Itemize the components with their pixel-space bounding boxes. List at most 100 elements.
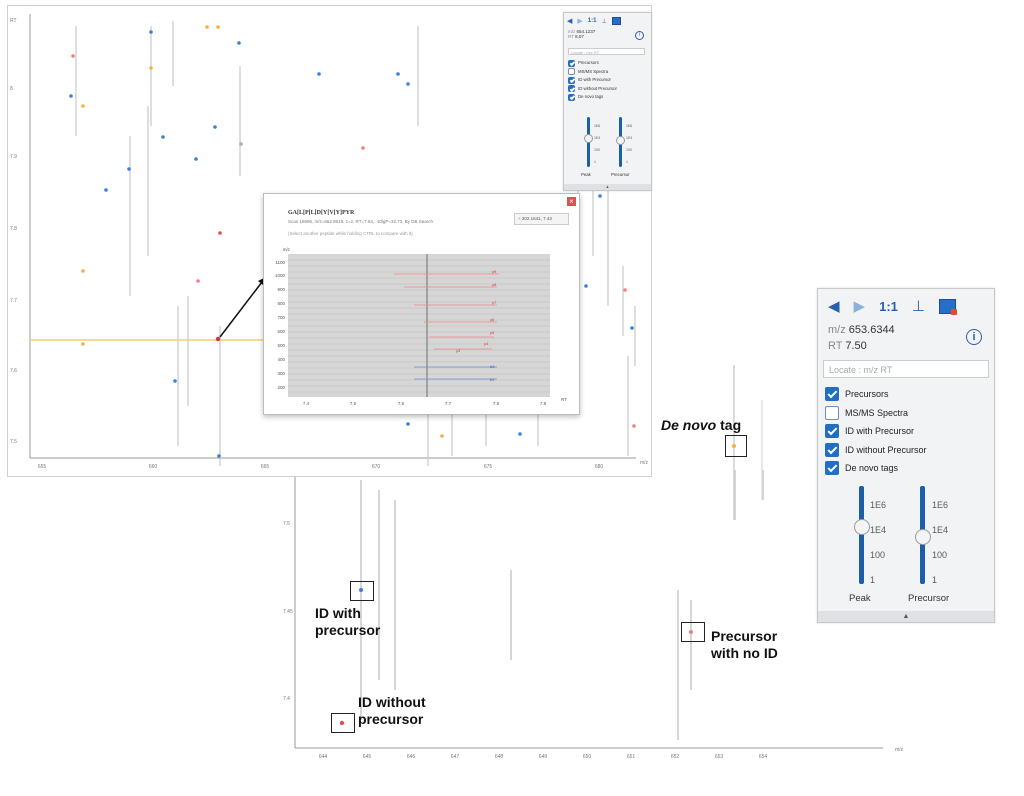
svg-text:660: 660 bbox=[149, 464, 158, 470]
id-with-precursor-dot bbox=[359, 588, 363, 592]
svg-text:y8: y8 bbox=[492, 282, 497, 287]
peak-label: Peak bbox=[849, 593, 871, 604]
checkbox-id-without-precursor[interactable]: ID without Precursor bbox=[825, 441, 927, 460]
peak-slider[interactable] bbox=[859, 486, 864, 584]
info-icon[interactable]: i bbox=[635, 31, 644, 40]
svg-text:1000: 1000 bbox=[275, 273, 286, 278]
id-without-precursor-annotation: ID without precursor bbox=[358, 694, 426, 727]
forward-arrow-icon[interactable]: ▶ bbox=[577, 18, 583, 25]
svg-text:y6: y6 bbox=[490, 317, 495, 322]
svg-text:900: 900 bbox=[277, 287, 285, 292]
svg-text:800: 800 bbox=[277, 301, 285, 306]
spectrum-popup[interactable]: × GA[L[P[L[D[Y[V[Y]PYR Scan 18695, m/z=6… bbox=[263, 193, 580, 415]
checkbox-precursors[interactable]: Precursors bbox=[825, 385, 927, 404]
checkbox-msms-spectra[interactable]: MS/MS Spectra bbox=[825, 404, 927, 423]
svg-text:649: 649 bbox=[539, 754, 548, 760]
back-arrow-icon[interactable]: ◀ bbox=[828, 298, 840, 315]
svg-text:7.4: 7.4 bbox=[303, 401, 310, 406]
x-small-icon[interactable]: × bbox=[518, 216, 521, 221]
mini-collapse-button[interactable]: ▲ bbox=[564, 184, 651, 190]
svg-text:m/z: m/z bbox=[640, 460, 649, 466]
mini-checkbox-precursors[interactable]: Precursors bbox=[568, 59, 617, 68]
svg-text:651: 651 bbox=[627, 754, 636, 760]
precursor-label: Precursor bbox=[908, 593, 950, 604]
svg-text:y5: y5 bbox=[490, 330, 495, 335]
locate-input[interactable]: Locate : m/z RT bbox=[823, 360, 989, 378]
mini-mz-readout: m/z 654.1237 bbox=[568, 29, 596, 34]
overview-feature-map[interactable]: 8 7.9 7.8 7.7 7.6 7.5 RT 655 660 665 670… bbox=[7, 5, 652, 477]
svg-text:y4: y4 bbox=[484, 341, 489, 346]
highlight-id-with-precursor bbox=[350, 581, 374, 601]
popup-arrow bbox=[219, 281, 263, 338]
svg-text:400: 400 bbox=[277, 357, 285, 362]
svg-text:652: 652 bbox=[671, 754, 680, 760]
id-with-precursor-annotation: ID with precursor bbox=[315, 605, 381, 638]
svg-text:y3: y3 bbox=[456, 348, 461, 353]
mini-precursor-label: Precursor bbox=[611, 172, 630, 177]
rt-readout: RT 7.50 bbox=[828, 340, 867, 352]
svg-text:654: 654 bbox=[759, 754, 768, 760]
control-panel: ◀ ▶ 1:1 ⊥ m/z 653.6344 RT 7.50 i Locate … bbox=[817, 288, 995, 623]
mini-checkbox-id-without-precursor[interactable]: ID without Precursor bbox=[568, 85, 617, 94]
svg-text:7.8: 7.8 bbox=[493, 401, 500, 406]
id-without-precursor-dot bbox=[339, 720, 345, 726]
svg-text:8: 8 bbox=[10, 86, 13, 92]
peak-slider-knob[interactable] bbox=[854, 519, 870, 535]
axis-fit-icon[interactable]: ⊥ bbox=[911, 298, 925, 315]
svg-text:y7: y7 bbox=[492, 300, 497, 305]
popup-close-button[interactable]: × bbox=[567, 197, 576, 206]
svg-text:y9: y9 bbox=[492, 269, 497, 274]
svg-text:644: 644 bbox=[319, 754, 328, 760]
coordinate-field[interactable]: × 202.1641, 7.43 bbox=[514, 213, 569, 225]
highlight-de-novo-tag bbox=[725, 435, 747, 457]
svg-text:RT: RT bbox=[10, 18, 17, 24]
peptide-sequence: GA[L[P[L[D[Y[V[Y]PYR bbox=[288, 210, 355, 216]
overview-x-ticks: 655 660 665 670 675 680 m/z bbox=[38, 460, 649, 470]
svg-text:b3: b3 bbox=[490, 364, 495, 369]
scan-info: Scan 18695, m/z=662.8618, z=2, RT=7.64, … bbox=[288, 219, 434, 224]
axis-fit-icon[interactable]: ⊥ bbox=[601, 18, 607, 25]
bottom-feature-map[interactable]: 7.5 7.45 7.4 644 645 646 647 648 649 650… bbox=[283, 380, 923, 770]
checkbox-de-novo-tags[interactable]: De novo tags bbox=[825, 459, 927, 478]
mz-readout: m/z 653.6344 bbox=[828, 324, 895, 336]
forward-arrow-icon[interactable]: ▶ bbox=[853, 298, 866, 315]
info-icon[interactable]: i bbox=[966, 329, 982, 345]
mini-checkbox-id-with-precursor[interactable]: ID with Precursor bbox=[568, 76, 617, 85]
svg-text:700: 700 bbox=[277, 315, 285, 320]
export-image-icon[interactable] bbox=[938, 298, 957, 315]
svg-text:648: 648 bbox=[495, 754, 504, 760]
svg-text:1100: 1100 bbox=[275, 260, 285, 265]
one-to-one-button[interactable]: 1:1 bbox=[587, 18, 597, 24]
svg-text:7.45: 7.45 bbox=[283, 609, 293, 615]
back-arrow-icon[interactable]: ◀ bbox=[567, 18, 573, 25]
precursor-slider-knob[interactable] bbox=[915, 529, 931, 545]
mini-peak-slider-knob[interactable] bbox=[584, 134, 593, 143]
highlight-precursor-no-id bbox=[681, 622, 705, 642]
svg-text:m/z: m/z bbox=[895, 747, 904, 753]
one-to-one-button[interactable]: 1:1 bbox=[879, 298, 898, 314]
de-novo-tag-annotation: De novo tag bbox=[661, 417, 742, 433]
mini-checkbox-msms[interactable]: MS/MS Spectra bbox=[568, 68, 617, 77]
export-image-icon[interactable] bbox=[611, 17, 621, 25]
collapse-button[interactable]: ▲ bbox=[818, 611, 994, 622]
compare-hint: (Select another peptide while holding CT… bbox=[288, 231, 413, 236]
checkbox-id-with-precursor[interactable]: ID with Precursor bbox=[825, 422, 927, 441]
mini-locate-input[interactable]: Locate : m/z RT bbox=[568, 48, 645, 55]
svg-text:500: 500 bbox=[277, 343, 285, 348]
svg-text:7.9: 7.9 bbox=[10, 154, 17, 160]
svg-text:b2: b2 bbox=[490, 377, 495, 382]
bottom-y-ticks: 7.5 7.45 7.4 bbox=[283, 521, 293, 702]
svg-text:600: 600 bbox=[277, 329, 285, 334]
svg-text:7.8: 7.8 bbox=[10, 226, 17, 232]
mini-checkbox-de-novo[interactable]: De novo tags bbox=[568, 93, 617, 102]
svg-text:653: 653 bbox=[715, 754, 724, 760]
svg-text:665: 665 bbox=[261, 464, 270, 470]
svg-text:7.5: 7.5 bbox=[283, 521, 290, 527]
popup-y-ticks: 1100 1000 900 800 700 600 500 400 300 20… bbox=[275, 247, 291, 390]
mini-precursor-slider-knob[interactable] bbox=[616, 136, 625, 145]
mini-peak-label: Peak bbox=[581, 172, 591, 177]
